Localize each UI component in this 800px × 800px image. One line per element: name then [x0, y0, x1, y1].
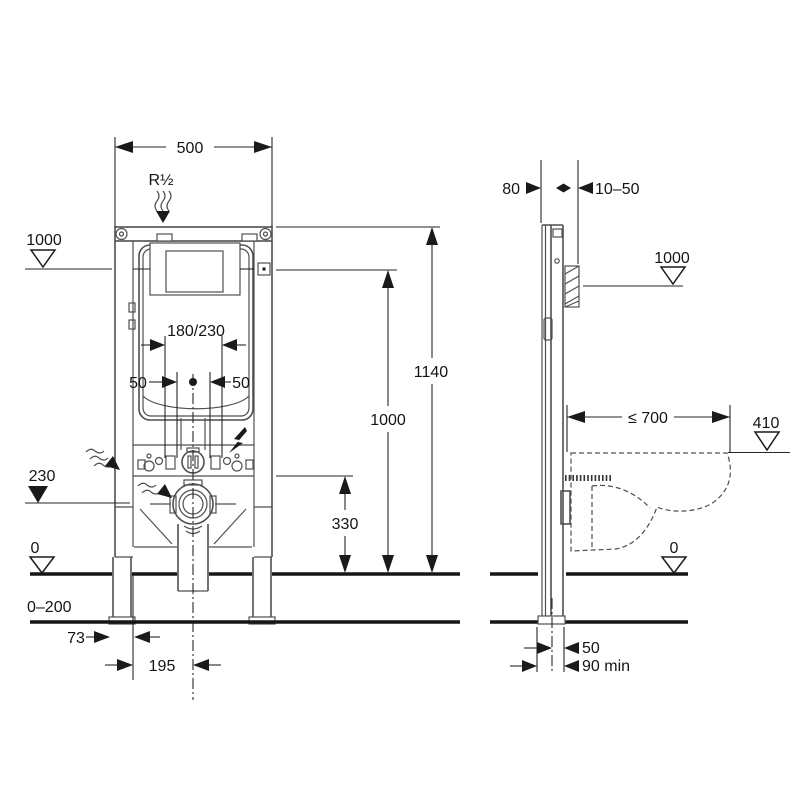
svg-text:73: 73 — [67, 630, 85, 647]
dimension-195: 195 — [105, 658, 221, 675]
water-supply-arrow-icon — [154, 190, 172, 223]
dimension-height-1000: 1000 — [276, 269, 406, 573]
service-area — [133, 374, 254, 700]
level-410: 410 — [728, 415, 790, 454]
svg-text:1140: 1140 — [414, 364, 449, 381]
svg-text:180/230: 180/230 — [167, 323, 225, 340]
svg-text:50: 50 — [582, 640, 600, 657]
flush-plate-box — [564, 265, 580, 308]
dimension-50-side: 50 — [524, 627, 600, 672]
svg-text:1000: 1000 — [26, 232, 62, 249]
floor-lines — [30, 572, 688, 624]
thickness-diamond — [556, 183, 571, 193]
svg-text:195: 195 — [149, 658, 176, 675]
wall-anchor-point — [257, 262, 271, 276]
dimension-73: 73 — [67, 630, 160, 647]
level-230: 230 — [25, 468, 130, 504]
floor-range-label: 0–200 — [27, 599, 72, 616]
width-500-label: 500 — [177, 140, 204, 157]
dimension-fixing-180-230: 180/230 — [141, 323, 246, 458]
supply-center-point — [189, 378, 197, 386]
inner-flex-arrow-icon — [137, 482, 172, 498]
dimension-reach-700: ≤ 700 — [566, 405, 731, 452]
level-1000-left: 1000 — [25, 232, 254, 270]
toilet-bowl-outline — [565, 452, 731, 552]
level-0-side: 0 — [660, 540, 688, 575]
svg-text:90 min: 90 min — [582, 658, 630, 675]
svg-text:410: 410 — [753, 415, 780, 432]
cistern — [138, 242, 254, 450]
level-0-front: 0 — [28, 540, 56, 575]
offset-50-left-label: 50 — [129, 375, 147, 392]
svg-text:330: 330 — [332, 516, 359, 533]
pan-mounting-point — [560, 490, 571, 525]
side-view: 80 10–50 1000 ≤ 700 — [502, 160, 790, 675]
outlet-flex-arrow-icon — [85, 448, 120, 470]
dimension-offset-50-50: 50 50 — [129, 372, 250, 458]
dimension-90min: 90 min — [510, 658, 630, 675]
dimension-width-500: 500 — [114, 137, 273, 227]
svg-text:1000: 1000 — [654, 250, 690, 267]
svg-text:≤ 700: ≤ 700 — [628, 410, 668, 427]
svg-text:0: 0 — [670, 540, 679, 557]
side-frame-profile — [537, 224, 571, 674]
inspection-window — [149, 242, 241, 296]
electrical-lightning-icon — [229, 427, 247, 453]
svg-text:1000: 1000 — [370, 412, 406, 429]
frame-structure — [114, 226, 273, 558]
svg-text:0: 0 — [31, 540, 40, 557]
svg-text:80: 80 — [502, 181, 520, 198]
dimension-height-330: 330 — [276, 475, 359, 573]
front-view: 500 R½ 1000 180/230 50 — [25, 137, 448, 700]
dimension-height-1140: 1140 — [276, 226, 449, 573]
level-1000-side: 1000 — [583, 250, 690, 287]
supply-r12-label: R½ — [149, 172, 174, 189]
dimension-depth-80: 80 10–50 — [502, 160, 640, 264]
offset-50-right-label: 50 — [232, 375, 250, 392]
gap-10-50-label: 10–50 — [595, 181, 640, 198]
svg-text:230: 230 — [29, 468, 56, 485]
